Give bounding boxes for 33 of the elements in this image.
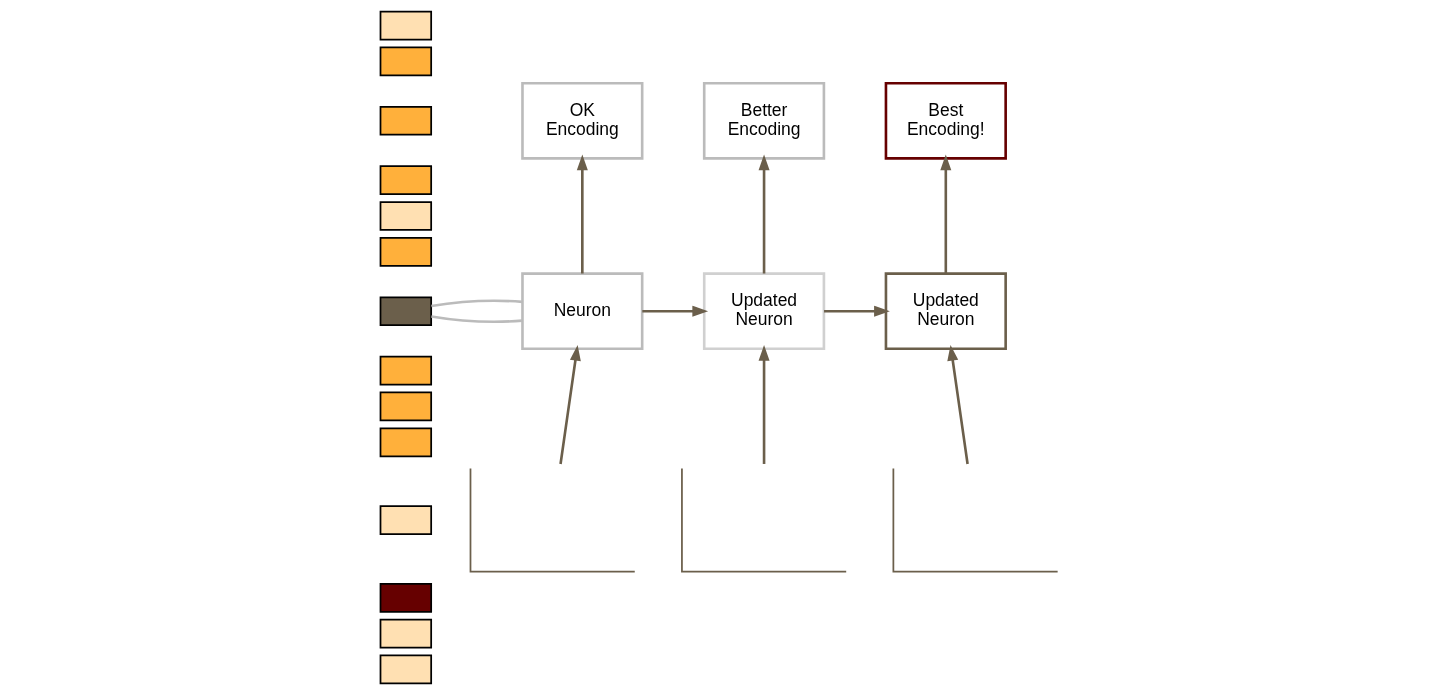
node-box: Best Encoding! xyxy=(884,81,1007,160)
node-box xyxy=(379,10,432,41)
arrow xyxy=(939,154,951,274)
node-box xyxy=(379,165,432,196)
node-box: Neuron xyxy=(520,272,643,351)
node-box xyxy=(379,46,432,77)
arrow xyxy=(641,305,708,317)
arrow xyxy=(946,345,969,465)
arrow xyxy=(558,345,581,465)
node-box xyxy=(379,505,432,535)
arrow xyxy=(576,154,588,274)
node-box xyxy=(379,391,432,422)
node-box xyxy=(379,105,432,136)
node-box xyxy=(379,296,432,327)
node-box: Updated Neuron xyxy=(884,272,1007,351)
node-picture xyxy=(469,467,636,573)
node-picture xyxy=(680,467,847,573)
node-box: Better Encoding xyxy=(702,81,825,160)
node-box xyxy=(379,236,432,267)
connector xyxy=(430,299,523,308)
node-box xyxy=(379,654,432,685)
node-box xyxy=(379,427,432,458)
node-box xyxy=(379,618,432,649)
node-box: OK Encoding xyxy=(520,81,643,160)
node-picture xyxy=(892,467,1058,573)
arrow xyxy=(823,305,890,317)
node-box xyxy=(379,355,432,386)
node-box: Updated Neuron xyxy=(702,272,825,351)
node-box xyxy=(379,582,432,613)
arrow xyxy=(758,344,770,464)
arrow xyxy=(758,154,770,274)
node-box xyxy=(379,201,432,231)
connector xyxy=(430,315,523,324)
